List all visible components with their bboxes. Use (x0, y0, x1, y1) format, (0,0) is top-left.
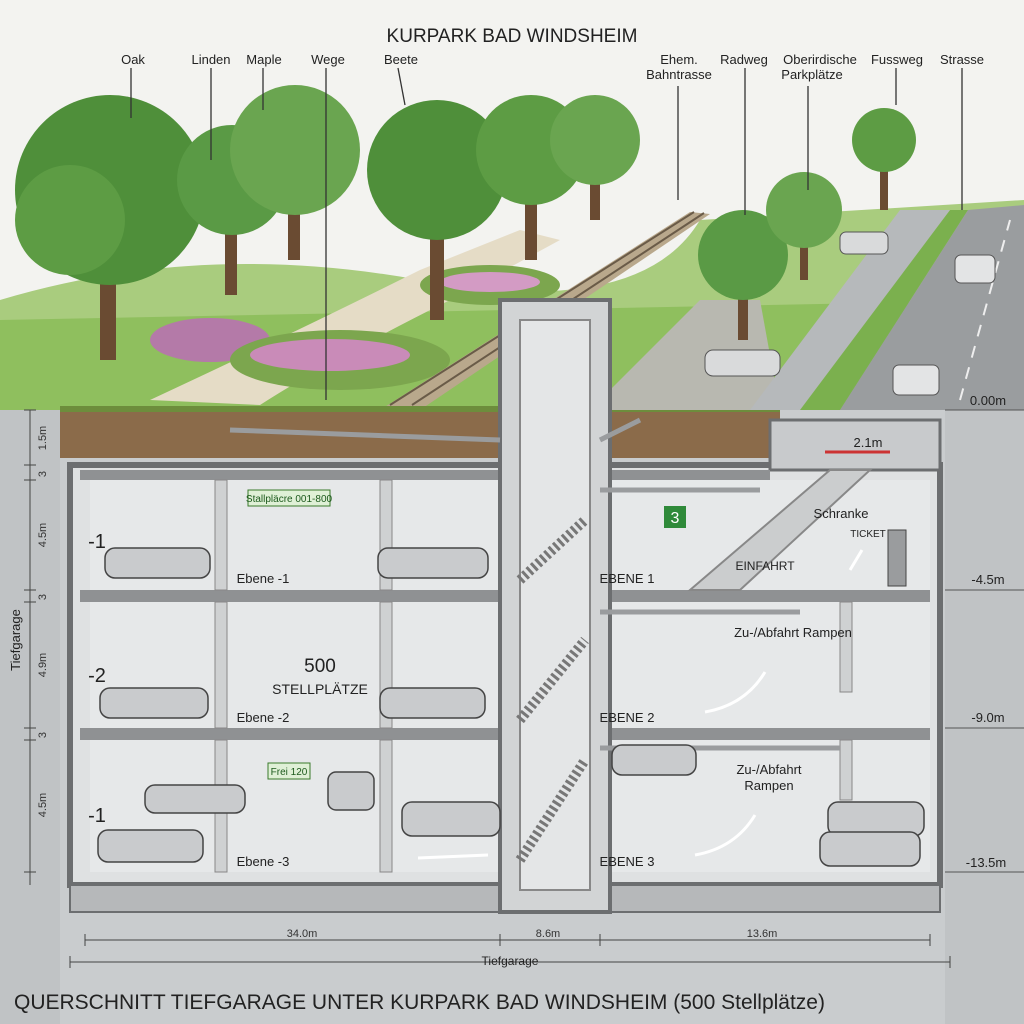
label-rampen-level3-line1: Zu-/Abfahrt (736, 762, 801, 777)
left-dim-5: 4.9m (37, 653, 49, 677)
level-ground: 0.00m (970, 393, 1006, 408)
label-ramp-width: 2.1m (854, 435, 883, 450)
sign-frei-text: Frei 120 (271, 767, 308, 778)
label-radweg: Radweg (720, 52, 768, 67)
label-rampen-level3-line2: Rampen (744, 778, 793, 793)
sign-stellplaetze-text: Stallpläcre 001-800 (246, 494, 333, 505)
dim-width-left: 34.0m (287, 928, 318, 940)
floor-left-3: Ebene -3 (237, 854, 290, 869)
label-bahntrasse-line2: Bahntrasse (646, 67, 712, 82)
label-rampen-level2: Zu-/Abfahrt Rampen (734, 625, 852, 640)
left-dim-7: 4.5m (37, 793, 49, 817)
level-minus-9: -9.0m (971, 710, 1004, 725)
sign-level-three (664, 506, 686, 528)
ticket-machine (887, 529, 907, 587)
right-level-markers (945, 409, 1024, 873)
ramp-arrows (417, 549, 864, 860)
dim-width-right: 13.6m (747, 928, 778, 940)
soil-layer (60, 408, 780, 458)
floor-right-2: EBENE 2 (600, 710, 655, 725)
label-strasse: Strasse (940, 52, 984, 67)
garage-cars (97, 547, 925, 867)
capacity-label: STELLPLÄTZE (272, 681, 368, 697)
floor-left-1: Ebene -1 (237, 571, 290, 586)
sign-level-three-text: 3 (671, 510, 680, 527)
left-dim-2: 3 (37, 471, 49, 477)
surface-cars (704, 231, 996, 396)
capacity-count: 500 (304, 656, 336, 677)
left-dim-3: 4.5m (37, 523, 49, 547)
left-dim-4: 3 (37, 594, 49, 600)
soil-top (60, 406, 780, 412)
label-parkplaetze-line1: Oberirdische (783, 52, 857, 67)
left-dimension-chain (24, 409, 36, 885)
dim-width-mid: 8.6m (536, 928, 560, 940)
label-bahntrasse-line1: Ehem. (660, 52, 698, 67)
left-level-a: -1 (88, 531, 106, 553)
sign-frei (267, 762, 311, 780)
street-area (590, 205, 1024, 410)
left-level-c: -1 (88, 805, 106, 827)
left-dim-6: 3 (37, 732, 49, 738)
label-schranke: Schranke (814, 506, 869, 521)
diagram-caption: QUERSCHNITT TIEFGARAGE UNTER KURPARK BAD… (14, 991, 825, 1014)
page-title: KURPARK BAD WINDSHEIM (387, 26, 638, 47)
label-parkplaetze-line2: Parkplätze (781, 67, 842, 82)
label-einfahrt: EINFAHRT (735, 559, 795, 573)
tree-group-park (15, 85, 640, 360)
label-fussweg: Fussweg (871, 52, 923, 67)
flower-bed (250, 339, 410, 371)
floor-right-1: EBENE 1 (600, 571, 655, 586)
level-minus-4-5: -4.5m (971, 572, 1004, 587)
floor-right-3: EBENE 3 (600, 854, 655, 869)
label-ticket: TICKET (850, 529, 886, 540)
label-maple: Maple (246, 52, 281, 67)
dim-total-label: Tiefgarage (482, 954, 539, 968)
label-wege: Wege (311, 52, 345, 67)
label-linden: Linden (191, 52, 230, 67)
left-dim-1: 1.5m (37, 426, 49, 450)
label-beete: Beete (384, 52, 418, 67)
garage-structure (0, 298, 1024, 1024)
floor-left-2: Ebene -2 (237, 710, 290, 725)
label-leader-lines (130, 67, 963, 400)
left-level-b: -2 (88, 665, 106, 687)
flower-bed (440, 272, 540, 292)
bottom-dimension-chain (69, 934, 951, 968)
tree-group-street (698, 108, 916, 340)
level-minus-13-5: -13.5m (966, 855, 1006, 870)
label-oak: Oak (121, 52, 145, 67)
left-dim-side-label: Tiefgarage (8, 609, 23, 671)
sign-stellplaetze (247, 489, 331, 507)
